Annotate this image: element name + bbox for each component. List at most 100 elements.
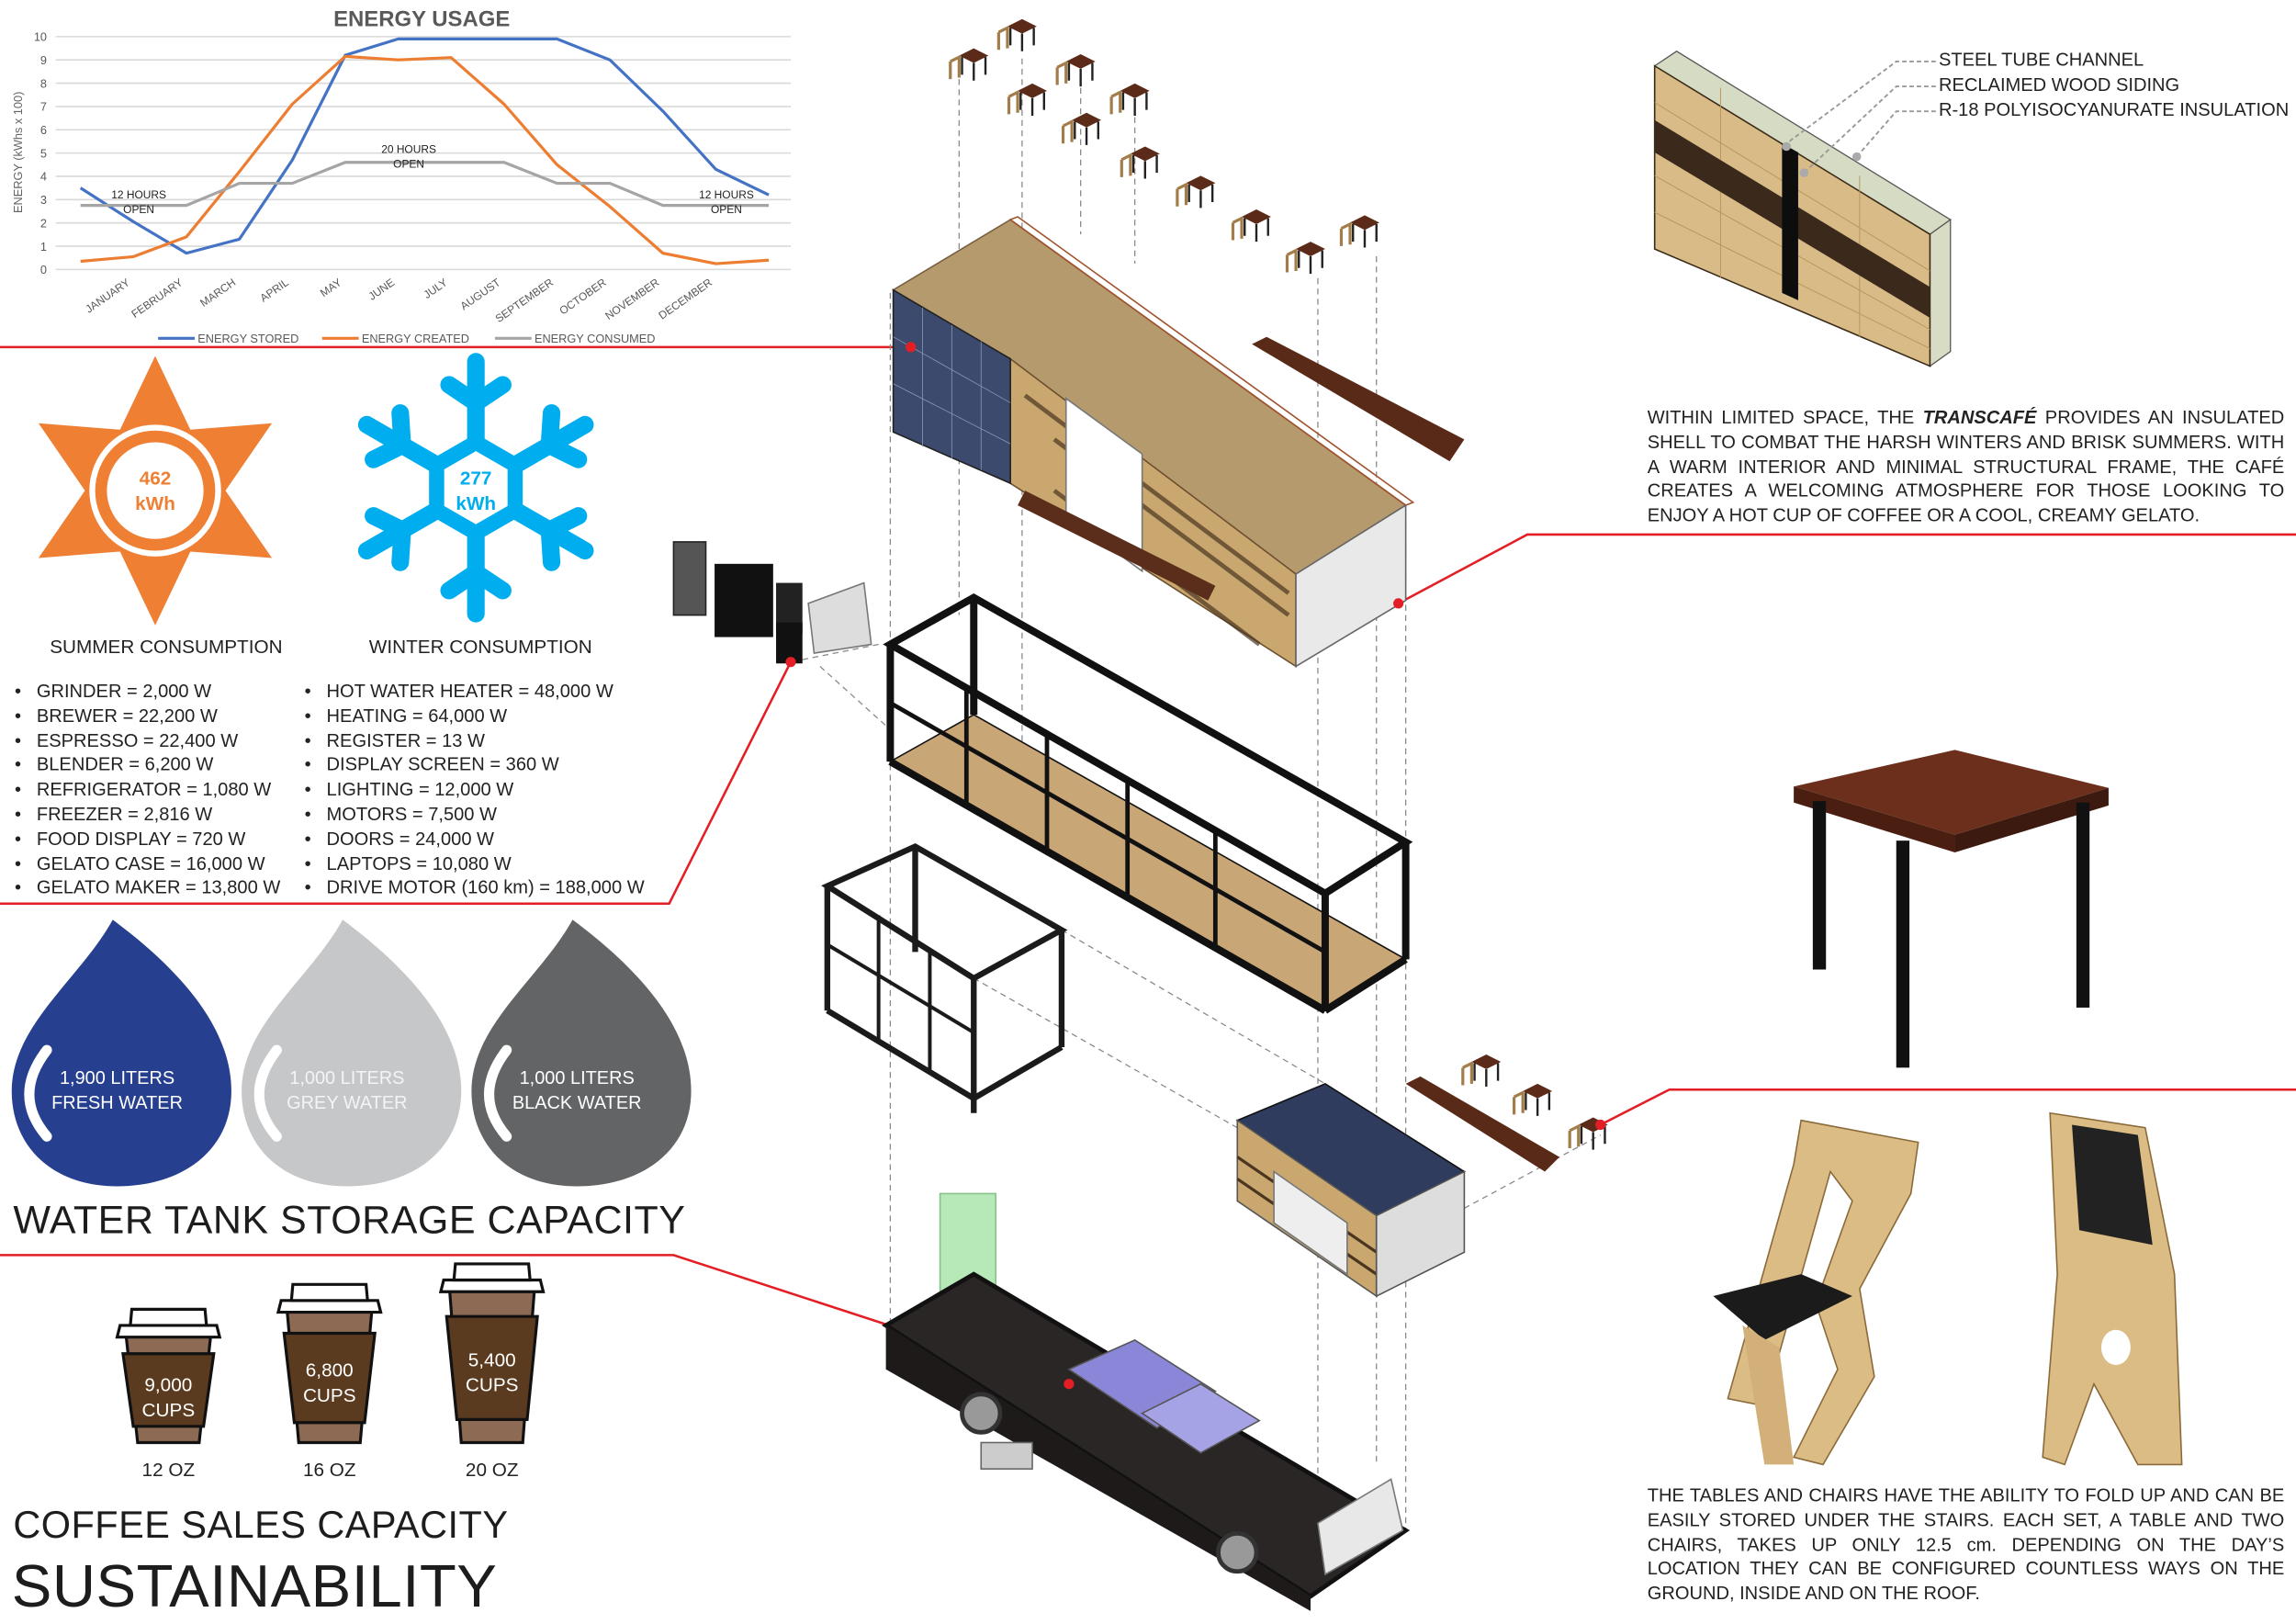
tank-amount: 1,900 LITERS xyxy=(59,1067,175,1088)
cup-sleeve xyxy=(121,1352,216,1428)
legend-label: ENERGY CREATED xyxy=(362,332,469,345)
cup-unit: CUPS xyxy=(141,1398,196,1421)
fresh-water-label: 1,900 LITERS FRESH WATER xyxy=(37,1066,197,1116)
cup-lid xyxy=(115,1324,222,1339)
chair-icon xyxy=(1285,248,1298,273)
chair-icon xyxy=(1513,1089,1525,1115)
shell-description-text: WITHIN LIMITED SPACE, THE xyxy=(1647,407,1923,428)
snowflake-branch xyxy=(391,521,411,571)
summer-kwh-unit: kWh xyxy=(135,493,175,514)
cup-count: 6,800 xyxy=(305,1359,354,1382)
table-leg xyxy=(1580,1126,1606,1150)
y-tick-label: 7 xyxy=(40,100,47,114)
coffee-sales-title: COFFEE SALES CAPACITY xyxy=(13,1502,509,1547)
chair-open-render xyxy=(1713,1119,1919,1466)
snowflake-branch xyxy=(540,404,561,455)
legend-label: ENERGY CONSUMED xyxy=(535,332,656,345)
snowflake-branch xyxy=(467,563,512,600)
cup-size-20: 20 OZ xyxy=(465,1459,519,1481)
chair-icon xyxy=(996,25,1009,51)
cup-sleeve xyxy=(445,1314,539,1421)
cup-lid xyxy=(276,1299,383,1314)
shell-description: WITHIN LIMITED SPACE, THE TRANSCAFÉ PROV… xyxy=(1648,406,2285,529)
consumption-item: FREEZER = 2,816 W xyxy=(15,803,280,828)
structural-frame xyxy=(883,592,1413,1014)
chair-icon xyxy=(1176,182,1188,207)
cup-size-12: 12 OZ xyxy=(141,1459,196,1481)
consumption-item: ESPRESSO = 22,400 W xyxy=(15,728,280,753)
water-drop-icon xyxy=(242,919,462,1187)
water-drop-icon xyxy=(11,919,231,1187)
drop-highlight xyxy=(484,1044,512,1142)
table-leg xyxy=(1473,1063,1500,1088)
tank-amount: 1,000 LITERS xyxy=(289,1067,405,1088)
y-tick-label: 8 xyxy=(40,76,47,90)
chair-icon xyxy=(1109,89,1122,115)
table-render xyxy=(1794,750,2109,1068)
y-axis-label: ENERGY (kWhs x 100) xyxy=(11,92,25,213)
winter-appliance-list: HOT WATER HEATER = 48,000 WHEATING = 64,… xyxy=(305,680,645,901)
winter-kwh-value: 277 xyxy=(460,468,492,490)
winter-consumption-title: WINTER CONSUMPTION xyxy=(368,635,592,658)
y-tick-label: 4 xyxy=(40,170,47,184)
table-leg xyxy=(1525,1092,1551,1116)
series-line-energy-created xyxy=(80,54,770,265)
consumption-item: GRINDER = 2,000 W xyxy=(15,680,280,705)
chart-annotation: 20 HOURS xyxy=(381,143,436,156)
consumption-item: DISPLAY SCREEN = 360 W xyxy=(305,753,645,778)
tank-amount: 1,000 LITERS xyxy=(519,1067,635,1088)
table-leg xyxy=(1121,92,1148,116)
tank-type: FRESH WATER xyxy=(51,1092,183,1113)
cup-count: 9,000 xyxy=(144,1373,193,1396)
cup-size-16: 16 OZ xyxy=(302,1459,356,1481)
consumption-item: HEATING = 64,000 W xyxy=(305,705,645,729)
wall-callout-dot xyxy=(1393,598,1404,609)
water-drop-icon xyxy=(471,919,692,1187)
snowflake-branch xyxy=(440,376,485,412)
leader-line-wall xyxy=(1398,533,2296,605)
drop-highlight xyxy=(24,1044,52,1142)
shell-description-text: PROVIDES AN INSULATED SHELL TO COMBAT TH… xyxy=(1647,407,2285,526)
chassis-callout-dot xyxy=(1064,1379,1075,1390)
water-tank-title: WATER TANK STORAGE CAPACITY xyxy=(13,1198,686,1243)
consumption-item: BREWER = 22,200 W xyxy=(15,705,280,729)
brand-name: TRANSCAFÉ xyxy=(1922,407,2037,428)
chair-icon xyxy=(1231,215,1244,241)
chart-annotation: OPEN xyxy=(123,203,154,216)
consumption-item: FOOD DISPLAY = 720 W xyxy=(15,827,280,851)
summer-consumption-title: SUMMER CONSUMPTION xyxy=(50,635,283,658)
y-tick-label: 6 xyxy=(40,123,47,137)
table-leg xyxy=(1352,223,1378,248)
leader-line-furniture xyxy=(1600,1088,2296,1126)
label-steel-tube-channel: STEEL TUBE CHANNEL xyxy=(1938,50,2144,71)
consumption-item: MOTORS = 7,500 W xyxy=(305,803,645,828)
cup-unit: CUPS xyxy=(302,1383,356,1406)
cup-lid-top xyxy=(289,1282,369,1303)
cup-unit: CUPS xyxy=(465,1373,519,1396)
drop-highlight xyxy=(253,1044,282,1142)
snowflake-hexagon xyxy=(429,434,523,541)
table-leg xyxy=(1019,92,1046,116)
table-icon xyxy=(1072,112,1101,128)
chair-icon xyxy=(1007,89,1019,115)
summer-kwh-value: 462 xyxy=(140,468,172,490)
sub-frame xyxy=(821,842,1068,1113)
label-reclaimed-wood-siding: RECLAIMED WOOD SIDING xyxy=(1938,74,2180,96)
chair-icon xyxy=(1055,60,1068,85)
table-leg xyxy=(1067,62,1094,87)
consumption-item: BLENDER = 6,200 W xyxy=(15,753,280,778)
y-tick-label: 9 xyxy=(40,53,47,67)
y-tick-label: 1 xyxy=(40,240,47,254)
cafe-shell xyxy=(892,216,1465,668)
table-leg xyxy=(1244,218,1269,242)
